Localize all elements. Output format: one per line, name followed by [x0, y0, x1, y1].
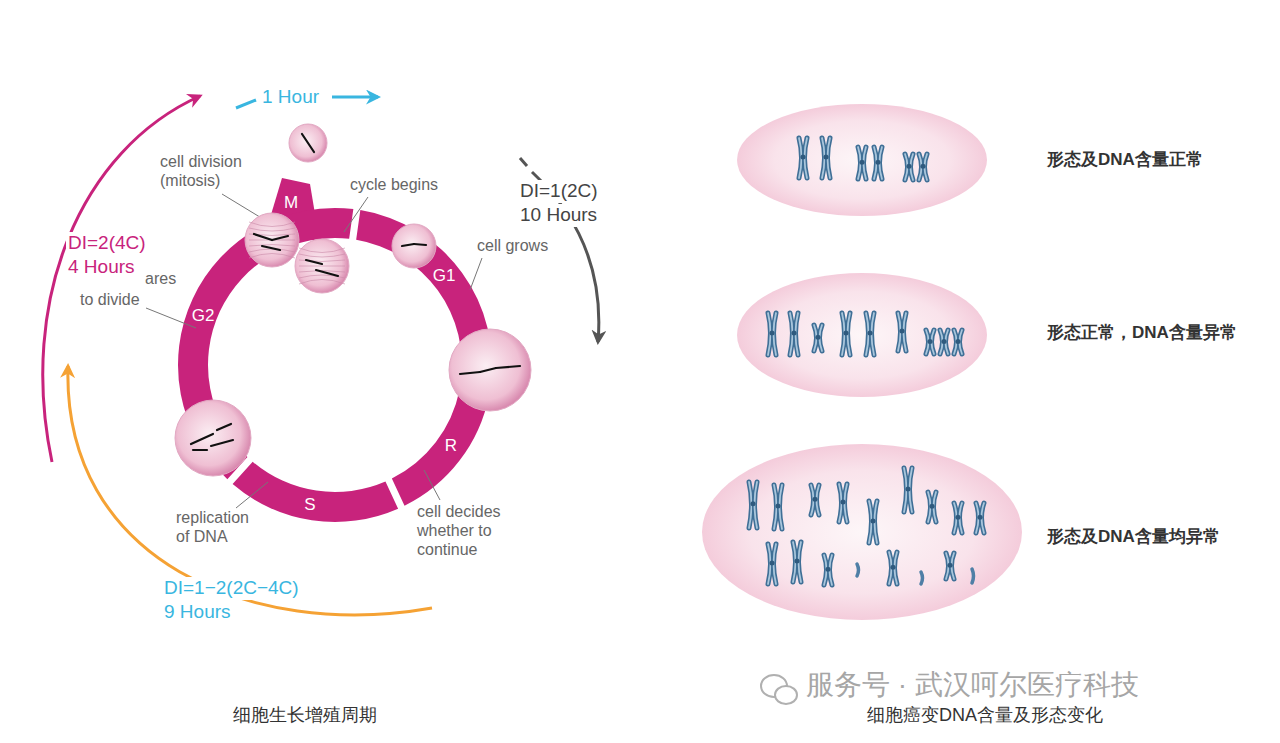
chromosome	[866, 313, 874, 355]
chromosome	[972, 569, 974, 583]
chromosome	[799, 138, 807, 178]
watermark: 服务号 · 武汉呵尔医疗科技	[806, 668, 1139, 702]
leader-line	[344, 197, 368, 232]
chromosome	[793, 542, 801, 582]
chromosome	[768, 544, 776, 584]
state-label: 形态及DNA含量正常	[1047, 150, 1203, 170]
cycle-band	[233, 462, 399, 522]
chromosome	[869, 501, 877, 543]
duration-label: 4 Hours	[66, 256, 137, 279]
cell-figure	[449, 329, 531, 411]
chromosome	[874, 147, 882, 179]
chromosome	[946, 553, 954, 579]
dna-index-label: DI=1−2(2C−4C)	[162, 577, 301, 600]
chromosome	[976, 503, 984, 533]
cell-figure	[289, 124, 327, 162]
leader-line	[236, 482, 268, 508]
chromosome	[905, 154, 913, 180]
chromosome	[842, 313, 850, 355]
phase-arrow	[68, 366, 432, 615]
dna-index-label: DI=2(4C)	[66, 232, 148, 255]
chromosome	[811, 485, 819, 515]
dna-index-label: DI=1(2C)	[518, 180, 600, 203]
duration-label: 9 Hours	[162, 601, 233, 624]
chromosome	[954, 330, 962, 354]
nucleus-ellipse	[737, 273, 987, 397]
chromosome	[790, 313, 798, 355]
chromosome	[774, 485, 782, 529]
duration-label: 10 Hours	[518, 204, 599, 227]
phase-arrow	[236, 100, 256, 108]
phase-letter: G2	[192, 306, 215, 326]
figure-caption: 细胞癌变DNA含量及形态变化	[867, 705, 1103, 727]
stage-note: ares	[145, 269, 176, 288]
chromosome	[814, 325, 822, 351]
duration-label: 1 Hour	[262, 86, 319, 109]
leader-line	[470, 258, 482, 290]
chromosome	[768, 313, 776, 355]
chromosome	[926, 330, 934, 354]
phase-arrow	[332, 96, 378, 99]
state-label: 形态正常，DNA含量异常	[1047, 323, 1237, 343]
watermark-icon	[761, 675, 797, 704]
chromosome	[954, 503, 962, 533]
cell-figure	[175, 400, 251, 476]
cell-figure	[392, 224, 436, 268]
chromosome	[749, 482, 757, 528]
chromosome	[858, 147, 866, 179]
chromosome	[857, 564, 859, 576]
phase-letter: S	[304, 495, 315, 515]
chromosome	[928, 492, 936, 522]
leader-line	[146, 308, 196, 328]
stage-note: to divide	[80, 290, 140, 309]
chromosome	[898, 313, 906, 351]
nucleus-ellipse	[702, 444, 1022, 620]
figure-caption: 细胞生长增殖周期	[233, 705, 377, 727]
stage-note: cell decides whether to continue	[417, 502, 517, 560]
phase-letter: G1	[433, 266, 456, 286]
phase-letter: M	[284, 193, 298, 213]
stage-note: cycle begins	[350, 175, 438, 194]
chromosome	[940, 330, 948, 354]
chromosome	[904, 468, 912, 512]
chromosome	[824, 555, 832, 585]
chromosome	[921, 572, 923, 584]
stage-note: cell grows	[477, 236, 548, 255]
stage-note: replication of DNA	[176, 508, 262, 546]
chromosome	[919, 154, 927, 180]
chromosome	[839, 484, 847, 522]
leader-line	[424, 470, 440, 500]
cycle-band	[178, 208, 353, 479]
cell-figure	[245, 213, 299, 267]
chromosome	[889, 552, 897, 584]
phase-letter: R	[445, 436, 457, 456]
chromosome	[822, 138, 830, 178]
state-label: 形态及DNA含量均异常	[1047, 527, 1220, 547]
phase-arrow	[43, 96, 200, 462]
stage-note: cell division (mitosis)	[160, 152, 265, 190]
nucleus-ellipse	[737, 104, 987, 216]
cell-figure	[295, 239, 349, 293]
